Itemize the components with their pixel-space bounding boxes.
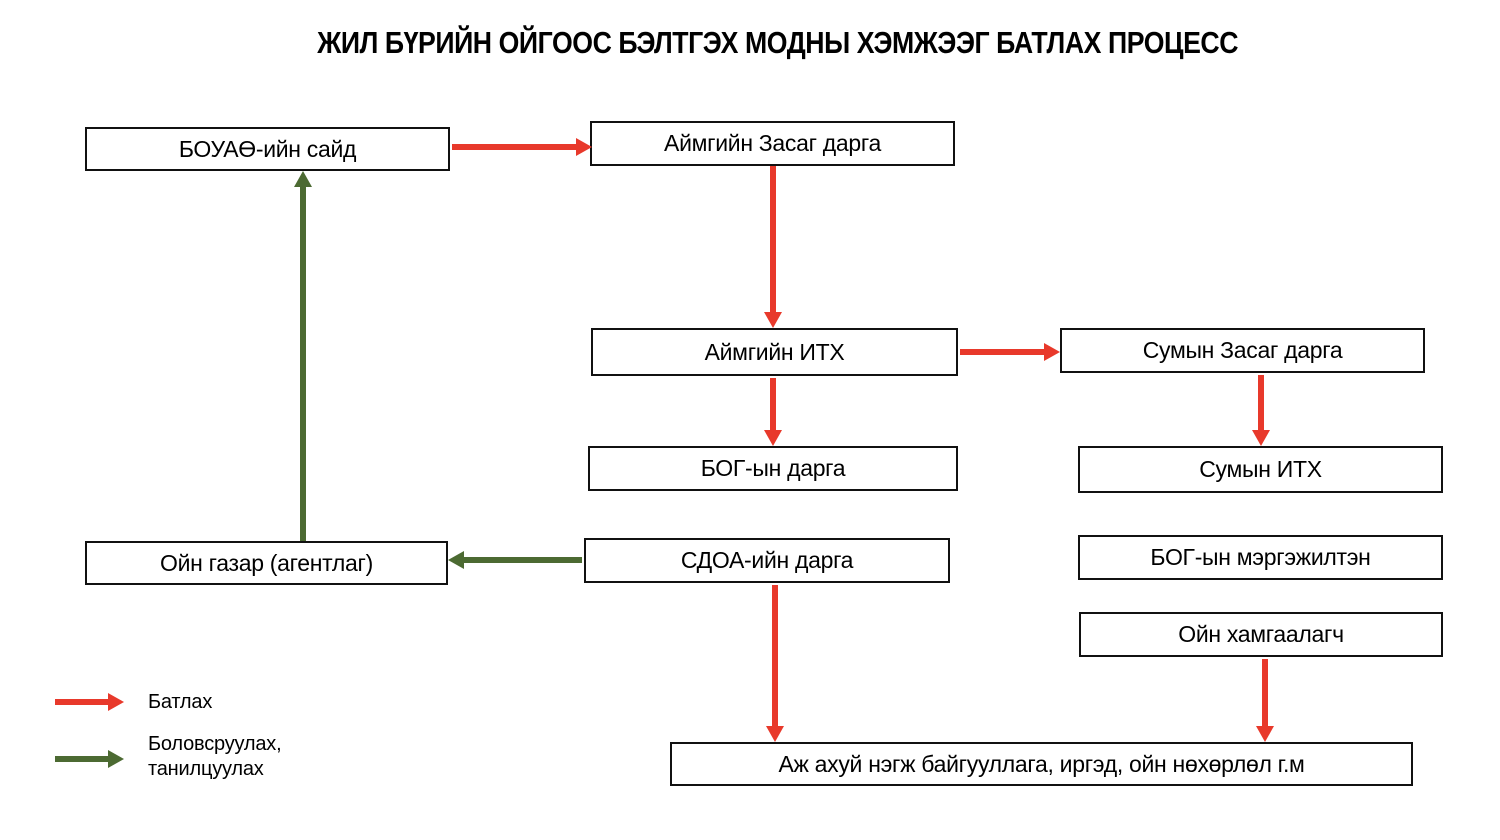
legend-develop-label: Боловсруулах, танилцуулах — [148, 732, 282, 782]
approve-arrowhead-aimag-itkh-to-sum-governor — [1044, 343, 1060, 361]
node-sum-governor: Сумын Засаг дарга — [1060, 328, 1425, 373]
legend-approve-arrow — [55, 699, 110, 705]
develop-arrow-forest-agency-to-minister — [300, 187, 306, 541]
approve-arrowhead-forest-ranger-to-entities — [1256, 726, 1274, 742]
node-minister: БОУАӨ-ийн сайд — [85, 127, 450, 171]
approve-arrow-minister-to-aimag-governor — [452, 144, 578, 150]
node-forest-ranger: Ойн хамгаалагч — [1079, 612, 1443, 657]
approve-arrowhead-minister-to-aimag-governor — [576, 138, 592, 156]
legend-develop-arrow — [55, 756, 110, 762]
approve-arrowhead-aimag-governor-to-aimag-itkh — [764, 312, 782, 328]
node-entities: Аж ахуй нэгж байгууллага, иргэд, ойн нөх… — [670, 742, 1413, 786]
develop-arrow-sdoa-director-to-forest-agency — [464, 557, 582, 563]
legend-develop-arrowhead — [108, 750, 124, 768]
develop-arrowhead-sdoa-director-to-forest-agency — [448, 551, 464, 569]
legend-approve-arrowhead — [108, 693, 124, 711]
approve-arrow-sum-governor-to-sum-itkh — [1258, 375, 1264, 432]
node-forest-agency: Ойн газар (агентлаг) — [85, 541, 448, 585]
node-sdoa-director: СДОА-ийн дарга — [584, 538, 950, 583]
node-bog-director: БОГ-ын дарга — [588, 446, 958, 491]
node-bog-specialist: БОГ-ын мэргэжилтэн — [1078, 535, 1443, 580]
node-aimag-itkh: Аймгийн ИТХ — [591, 328, 958, 376]
develop-arrowhead-forest-agency-to-minister — [294, 171, 312, 187]
legend-approve-label: Батлах — [148, 691, 213, 713]
diagram-title: ЖИЛ БҮРИЙН ОЙГООС БЭЛТГЭХ МОДНЫ ХЭМЖЭЭГ … — [317, 25, 1239, 60]
legend-develop-label-line1: Боловсруулах, — [148, 733, 282, 755]
approve-arrow-forest-ranger-to-entities — [1262, 659, 1268, 728]
approve-arrow-sdoa-director-to-entities — [772, 585, 778, 728]
approve-arrowhead-sum-governor-to-sum-itkh — [1252, 430, 1270, 446]
approve-arrow-aimag-governor-to-aimag-itkh — [770, 166, 776, 314]
legend-develop-label-line2: танилцуулах — [148, 758, 264, 780]
approve-arrowhead-aimag-itkh-to-bog-director — [764, 430, 782, 446]
node-aimag-governor: Аймгийн Засаг дарга — [590, 121, 955, 166]
approve-arrowhead-sdoa-director-to-entities — [766, 726, 784, 742]
node-sum-itkh: Сумын ИТХ — [1078, 446, 1443, 493]
approve-arrow-aimag-itkh-to-bog-director — [770, 378, 776, 432]
approve-arrow-aimag-itkh-to-sum-governor — [960, 349, 1046, 355]
